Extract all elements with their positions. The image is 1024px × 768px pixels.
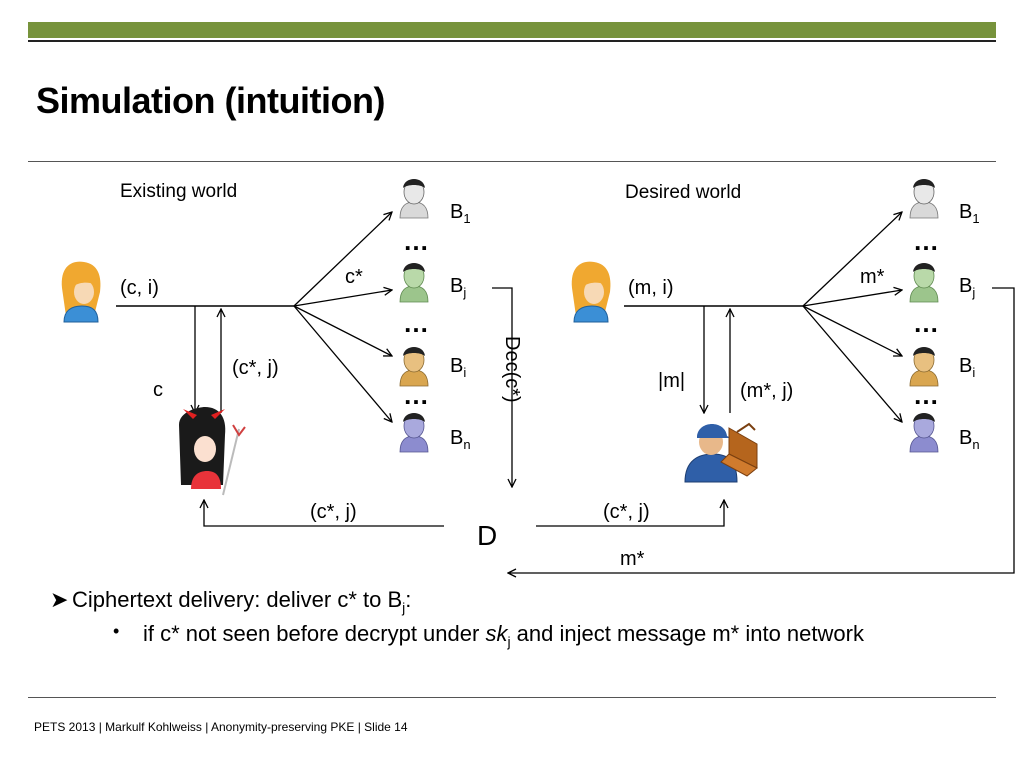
bullet-main-suffix: : <box>405 587 412 612</box>
sender-right-icon <box>571 261 611 323</box>
return-left-label: (c*, j) <box>310 501 357 523</box>
receiver-right-bj-label: Bj <box>959 275 975 300</box>
receiver-right-bj <box>909 263 939 303</box>
down-left-label: c <box>153 379 163 401</box>
up-right-label: (m*, j) <box>740 380 793 402</box>
existing-world-heading: Existing world <box>120 181 237 202</box>
receiver-left-bj <box>399 263 429 303</box>
receiver-right-bn <box>909 413 939 453</box>
ellipsis-right-1: … <box>913 226 939 256</box>
decrypt-label: Dec(c*) <box>501 336 523 403</box>
receiver-left-bn <box>399 413 429 453</box>
sender-left-icon <box>61 261 101 323</box>
sub-bullet-text: if c* not seen before decrypt under skj … <box>143 621 864 650</box>
receiver-right-bn-label: Bn <box>959 427 980 452</box>
sub-bullet-dot-icon: • <box>113 621 120 641</box>
receiver-left-bi-label: Bi <box>450 355 466 380</box>
ellipsis-left-1: … <box>403 226 429 256</box>
sender-right-label: (m, i) <box>628 277 674 299</box>
footer-divider <box>28 697 996 698</box>
title-divider <box>28 161 996 162</box>
in-right-label: (c*, j) <box>603 501 650 523</box>
receiver-right-b1-label: B1 <box>959 201 980 226</box>
desired-world-heading: Desired world <box>625 182 741 203</box>
accent-bar <box>28 22 996 38</box>
accent-rule <box>28 40 996 42</box>
bullet-main-text: Ciphertext delivery: deliver c* to B <box>72 587 403 612</box>
bullet-ciphertext-delivery: ➤Ciphertext delivery: deliver c* to Bj: <box>50 587 411 615</box>
down-right-label: |m| <box>658 370 685 392</box>
back-right-label: m* <box>620 548 645 570</box>
receiver-right-bi <box>909 347 939 387</box>
ellipsis-right-2: … <box>913 308 939 338</box>
slide-title: Simulation (intuition) <box>36 80 385 121</box>
ellipsis-left-3: … <box>403 380 429 410</box>
receiver-left-bj-label: Bj <box>450 275 466 300</box>
sender-left-label: (c, i) <box>120 277 159 299</box>
bullet-main-sub: j <box>402 599 406 616</box>
ellipsis-right-3: … <box>913 380 939 410</box>
ellipsis-left-2: … <box>403 308 429 338</box>
up-left-label: (c*, j) <box>232 357 279 379</box>
receiver-left-bi <box>399 347 429 387</box>
receiver-left-bn-label: Bn <box>450 427 471 452</box>
devil-icon <box>179 407 246 496</box>
receiver-left-b1-label: B1 <box>450 201 471 226</box>
bullet-arrow-icon: ➤ <box>50 587 69 612</box>
broadcast-left-label: c* <box>345 266 363 288</box>
worker-icon <box>684 422 758 483</box>
broadcast-right-label: m* <box>860 266 885 288</box>
receiver-left-b1 <box>399 179 429 219</box>
receiver-right-bi-label: Bi <box>959 355 975 380</box>
distinguisher-label: D <box>477 520 497 551</box>
receiver-right-b1 <box>909 179 939 219</box>
slide-footer: PETS 2013 | Markulf Kohlweiss | Anonymit… <box>34 720 408 734</box>
